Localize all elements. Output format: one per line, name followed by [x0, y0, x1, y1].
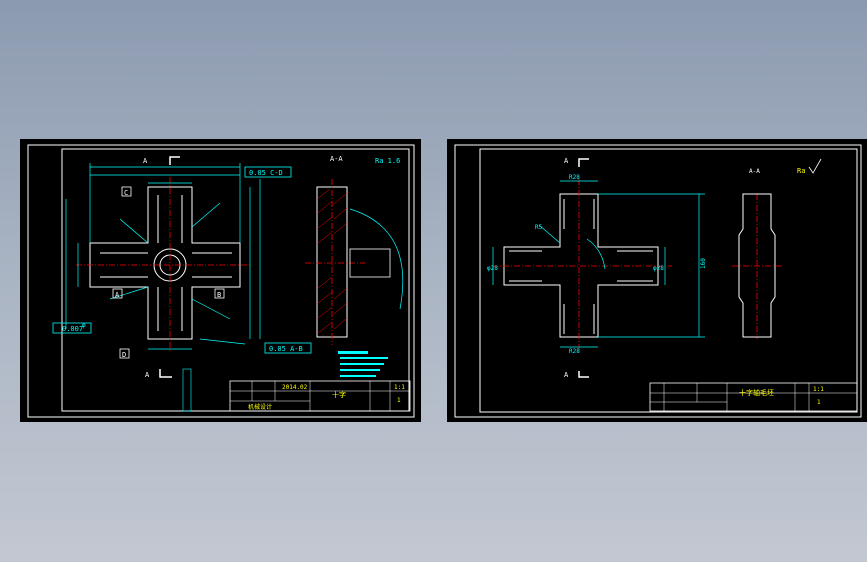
datum-d: D	[122, 351, 126, 359]
cross-blank-view	[503, 193, 659, 338]
center-lines	[76, 177, 252, 351]
inner-frame	[61, 148, 410, 412]
title-part-name-right: 十字轴毛坯	[739, 388, 774, 397]
title-block-right: 十字轴毛坯 1:1 1	[649, 382, 858, 412]
datum-b: B	[217, 291, 221, 299]
dim-left: φ28	[487, 265, 498, 272]
technical-notes	[338, 351, 388, 377]
title-sheet-no: 1	[397, 397, 401, 404]
section-mark-bottom: A	[145, 371, 150, 379]
title-school: 机械设计	[248, 403, 272, 411]
dim-bottom: R28	[569, 348, 580, 355]
dim-radius: R5	[535, 224, 543, 231]
dimension-lines-right	[492, 180, 705, 348]
dim-top: R28	[569, 174, 580, 181]
title-scale-right: 1:1	[813, 386, 824, 393]
drawing-sheet-right: R28 R28 φ28 φ28 R5 160 A A A-A Ra 十字轴毛坯 …	[447, 139, 867, 422]
section-title-right: A-A	[749, 168, 760, 175]
drawing-sheet-left: 0.05 C-D 0.05 A-B 0.007 C D A B A A A-A	[20, 139, 421, 422]
datum-a: A	[115, 291, 120, 299]
tolerance-frame-bottom: 0.05 A-B	[264, 342, 312, 354]
dim-right: φ28	[653, 265, 664, 272]
title-block-left: 2014.02 十字 1:1 1 机械设计	[229, 380, 411, 412]
blank-side-view	[738, 193, 776, 338]
inner-frame-right	[479, 148, 858, 413]
tolerance-frame-top: 0.05 C-D	[244, 166, 292, 178]
title-part-name: 十字	[332, 390, 346, 399]
section-view	[305, 179, 404, 345]
section-title-left: A-A	[330, 155, 343, 163]
svg-text:φ: φ	[82, 322, 86, 329]
roughness-symbol-right: Ra	[797, 167, 805, 175]
left-drawing: 0.05 C-D 0.05 A-B 0.007 C D A B A A A-A	[27, 144, 415, 418]
title-scale: 1:1	[394, 384, 405, 391]
tolerance-top-text: 0.05 C-D	[249, 169, 283, 177]
tolerance-left-text: 0.007	[62, 325, 83, 333]
title-sheet-no-right: 1	[817, 399, 821, 406]
title-date: 2014.02	[282, 384, 308, 391]
right-drawing: R28 R28 φ28 φ28 R5 160 A A A-A Ra 十字轴毛坯 …	[454, 144, 862, 418]
center-lines-right	[492, 179, 782, 351]
outer-frame	[27, 144, 415, 418]
dimension-lines	[65, 163, 261, 350]
vertical-label-box	[182, 368, 192, 412]
section-mark-top: A	[143, 157, 148, 165]
tolerance-frame-left: 0.007	[52, 322, 92, 334]
section-mark-top-right: A	[564, 157, 569, 165]
outer-frame-right	[454, 144, 862, 418]
roughness-symbol-left: Ra 1.6	[375, 157, 400, 165]
dim-total: 160	[700, 258, 707, 269]
cross-front-view	[89, 186, 241, 340]
tolerance-bottom-text: 0.05 A-B	[269, 345, 303, 353]
datum-c: C	[124, 189, 128, 197]
section-mark-bottom-right: A	[564, 371, 569, 379]
